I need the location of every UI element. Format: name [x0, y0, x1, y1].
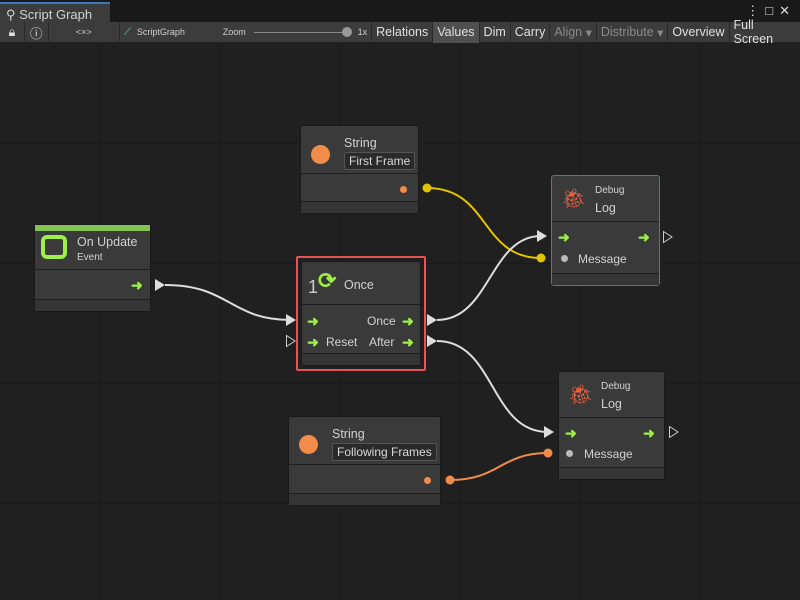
- string-node-following-frames[interactable]: String Following Frames: [288, 416, 441, 506]
- port-debug1-message[interactable]: [536, 253, 546, 263]
- output-port-icon: [424, 477, 431, 484]
- port-debug1-in[interactable]: [537, 230, 547, 242]
- relations-button[interactable]: Relations: [372, 21, 434, 43]
- output-port-icon: [400, 186, 407, 193]
- overview-button[interactable]: Overview: [668, 21, 730, 43]
- selection-outline: [296, 256, 426, 371]
- port-after-out[interactable]: [427, 335, 437, 347]
- dim-button[interactable]: Dim: [480, 21, 511, 43]
- tab-script-graph[interactable]: ⚲ Script Graph: [0, 2, 110, 22]
- lock-icon[interactable]: 🔒︎: [0, 21, 25, 43]
- port-string1-out[interactable]: [422, 183, 432, 193]
- string-value-field[interactable]: First Frame: [344, 152, 416, 170]
- graph-breadcrumb[interactable]: ⟋ScriptGraph: [123, 26, 185, 38]
- connection-string1-debug1[interactable]: [426, 187, 542, 259]
- value-port-icon: [561, 255, 568, 262]
- on-update-node[interactable]: On Update Event ➜: [34, 224, 151, 312]
- update-loop-icon: [41, 235, 67, 259]
- port-once-out[interactable]: [427, 314, 437, 326]
- zoom-slider[interactable]: [250, 22, 354, 43]
- bug-icon: 🐞︎: [561, 188, 587, 210]
- port-once-in[interactable]: [286, 314, 296, 326]
- flow-out-icon: ➜: [402, 334, 414, 350]
- distribute-dropdown[interactable]: Distribute ▾: [597, 21, 669, 43]
- tab-bar: ⚲ Script Graph ⋮□✕: [0, 0, 800, 22]
- graph-icon: ⟋: [123, 26, 131, 38]
- port-debug2-in[interactable]: [544, 426, 554, 438]
- flow-out-icon: ➜: [638, 229, 650, 245]
- zoom-label: Zoom: [222, 27, 246, 37]
- string-icon: [311, 145, 330, 164]
- port-debug1-out[interactable]: [663, 230, 673, 244]
- values-button[interactable]: Values: [433, 21, 480, 43]
- flow-out-icon: ➜: [131, 277, 143, 293]
- zoom-value: 1x: [354, 21, 373, 43]
- close-icon[interactable]: ✕: [779, 3, 796, 18]
- port-reset-in[interactable]: [286, 334, 296, 348]
- info-icon[interactable]: ⓘ: [25, 21, 49, 43]
- align-dropdown[interactable]: Align ▾: [550, 21, 597, 43]
- toolbar: 🔒︎ ⓘ <×> ⟋ScriptGraph Zoom 1x Relations …: [0, 18, 800, 46]
- port-debug2-message[interactable]: [543, 448, 553, 458]
- cycle-icon: ⟳: [318, 268, 337, 293]
- bug-icon: 🐞︎: [568, 384, 594, 406]
- carry-button[interactable]: Carry: [511, 21, 551, 43]
- string-node-first-frame[interactable]: String First Frame: [300, 125, 419, 214]
- connection-after-debug2[interactable]: [436, 340, 549, 433]
- more-menu-icon[interactable]: ⋮: [746, 3, 766, 18]
- value-port-icon: [566, 450, 573, 457]
- string-value-field[interactable]: Following Frames: [332, 443, 437, 461]
- connection-string2-debug2[interactable]: [449, 452, 549, 481]
- embed-toggle[interactable]: <×>: [49, 21, 120, 43]
- flow-in-icon: ➜: [307, 313, 319, 329]
- hierarchy-icon: ⚲: [6, 7, 20, 22]
- flow-in-icon: ➜: [307, 334, 319, 350]
- port-update-out[interactable]: [155, 279, 165, 291]
- flow-in-icon: ➜: [558, 229, 570, 245]
- connection-once-debug1[interactable]: [436, 235, 542, 321]
- string-icon: [299, 435, 318, 454]
- port-string2-out[interactable]: [445, 475, 455, 485]
- flow-out-icon: ➜: [402, 313, 414, 329]
- once-node[interactable]: 1 ⟳ Once ➜ Once ➜ ➜ Reset After ➜: [301, 261, 421, 366]
- debug-log-node-2[interactable]: 🐞︎ Debug Log ➜ ➜ Message: [558, 371, 665, 480]
- connection-update-once[interactable]: [164, 284, 292, 321]
- port-debug2-out[interactable]: [669, 425, 679, 439]
- flow-out-icon: ➜: [643, 425, 655, 441]
- debug-log-node-1[interactable]: 🐞︎ Debug Log ➜ ➜ Message: [551, 175, 660, 286]
- flow-in-icon: ➜: [565, 425, 577, 441]
- maximize-icon[interactable]: □: [765, 3, 780, 18]
